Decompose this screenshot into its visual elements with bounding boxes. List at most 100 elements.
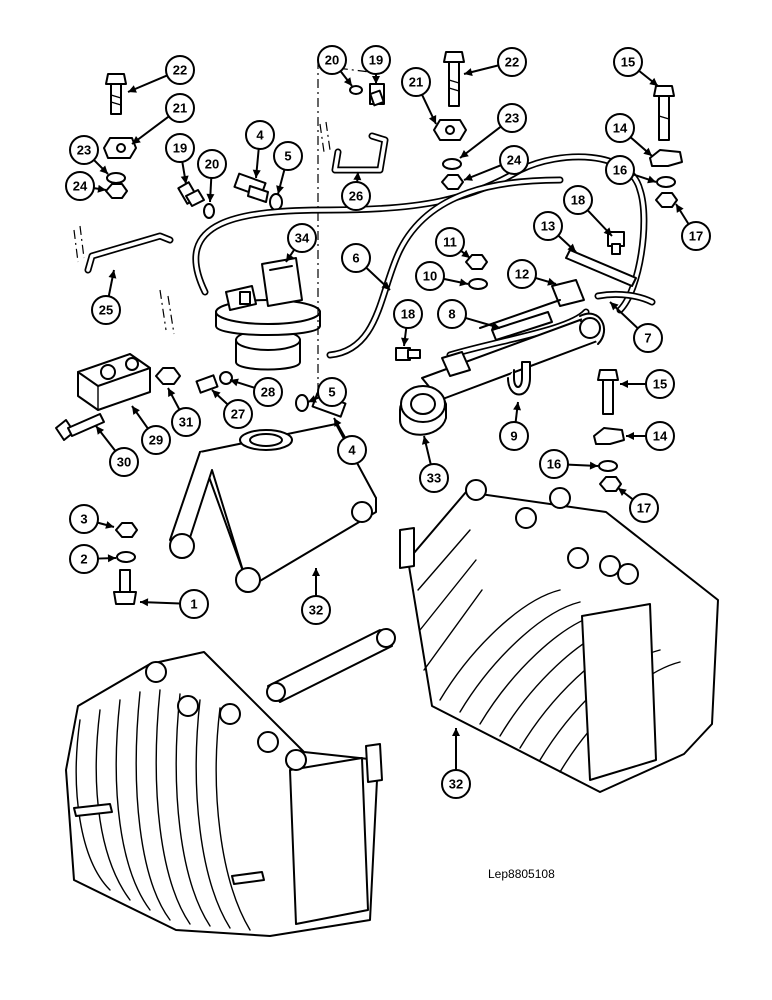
bolt-15-right (597, 369, 619, 415)
callout-number: 8 (448, 307, 455, 322)
arrowhead-c8 (491, 321, 500, 330)
callout-c31: 31 (171, 407, 201, 437)
arrowhead-c13 (567, 243, 576, 252)
oring-5-lower (295, 394, 309, 412)
arrowhead-c21b (428, 115, 437, 124)
parts-layer (55, 51, 719, 937)
oring-5-upper (269, 193, 283, 211)
callout-number: 13 (541, 219, 555, 234)
arrowhead-c11 (461, 249, 470, 258)
arrowhead-c17b (618, 488, 627, 497)
callout-circle (171, 407, 201, 437)
callout-number: 24 (507, 153, 522, 168)
callout-c26: 26 (341, 181, 371, 211)
nut-3 (115, 522, 138, 538)
adapter-4-upper (233, 172, 269, 203)
pipe-26 (319, 121, 389, 174)
callout-circle (563, 185, 593, 215)
callout-c23a: 23 (69, 135, 99, 165)
oring-20-left (203, 203, 215, 219)
callout-c16b: 16 (539, 449, 569, 479)
rotator-motor-34 (215, 257, 321, 371)
callout-number: 24 (73, 179, 88, 194)
nut-17-top (655, 192, 678, 208)
callout-c34: 34 (287, 223, 317, 253)
arrowhead-c32b (452, 728, 460, 736)
callout-circle (223, 399, 253, 429)
callout-c9: 9 (499, 421, 529, 451)
washer-10 (468, 278, 488, 290)
callout-number: 10 (423, 269, 437, 284)
leader-lines (93, 64, 690, 770)
callout-circle (613, 47, 643, 77)
callout-circle (605, 113, 635, 143)
arrowhead-c20b (343, 77, 352, 86)
callout-c17a: 17 (681, 221, 711, 251)
callout-number: 34 (295, 231, 310, 246)
washer-16-top (656, 176, 676, 188)
leader-c23b (459, 125, 502, 159)
callout-c33: 33 (419, 463, 449, 493)
arrowhead-c3 (105, 521, 114, 529)
callout-c1: 1 (179, 589, 209, 619)
callout-number: 33 (427, 471, 441, 486)
cylinder-8 (421, 299, 605, 401)
callout-circle (401, 67, 431, 97)
callout-number: 18 (571, 193, 585, 208)
callout-number: 12 (515, 267, 529, 282)
clip-14-right (593, 427, 625, 445)
callout-circle (69, 135, 99, 165)
fitting-27 (195, 374, 219, 394)
nut-17-right (599, 476, 622, 492)
callout-number: 29 (149, 433, 163, 448)
bolt-30 (55, 413, 105, 441)
oring-20-top (349, 85, 363, 95)
callout-c18a: 18 (563, 185, 593, 215)
callout-number: 19 (173, 141, 187, 156)
clamp-21-right (433, 119, 467, 141)
swivel-block-29 (77, 289, 175, 411)
callout-circle (301, 595, 331, 625)
nut-31 (155, 367, 181, 385)
callout-circle (65, 171, 95, 201)
callout-c14b: 14 (645, 421, 675, 451)
callout-number: 22 (173, 63, 187, 78)
callout-c18b: 18 (393, 299, 423, 329)
callout-number: 22 (505, 55, 519, 70)
callout-c29: 29 (141, 425, 171, 455)
callout-circle (499, 145, 529, 175)
screw-18-lower (395, 347, 421, 361)
callout-number: 25 (99, 303, 113, 318)
arrowhead-c6 (381, 281, 390, 290)
arrowhead-c17a (676, 204, 684, 213)
callout-number: 21 (173, 101, 187, 116)
callout-circle (341, 243, 371, 273)
nut-24-right (441, 174, 464, 190)
callout-c13: 13 (533, 211, 563, 241)
arrowhead-c18b (401, 337, 409, 346)
link-arm (266, 628, 396, 703)
callout-circle (165, 93, 195, 123)
bolt-1 (113, 569, 137, 605)
callout-circle (533, 211, 563, 241)
callout-circle (179, 589, 209, 619)
callout-c30: 30 (109, 447, 139, 477)
callout-c19a: 19 (165, 133, 195, 163)
callout-circle (605, 155, 635, 185)
washer-23-right (442, 158, 462, 170)
callout-circle (69, 504, 99, 534)
callout-circle (441, 769, 471, 799)
callout-number: 32 (449, 777, 463, 792)
oring-28 (219, 371, 233, 385)
center-mount-bracket (169, 423, 377, 593)
callout-number: 16 (613, 163, 627, 178)
callout-number: 14 (613, 121, 628, 136)
grapple-left-tines (75, 689, 251, 931)
callout-number: 4 (348, 443, 356, 458)
callout-circle (245, 120, 275, 150)
callout-number: 20 (325, 53, 339, 68)
callout-circle (645, 421, 675, 451)
bolt-22-right (443, 51, 465, 107)
washer-2 (116, 551, 136, 563)
callout-circle (317, 377, 347, 407)
